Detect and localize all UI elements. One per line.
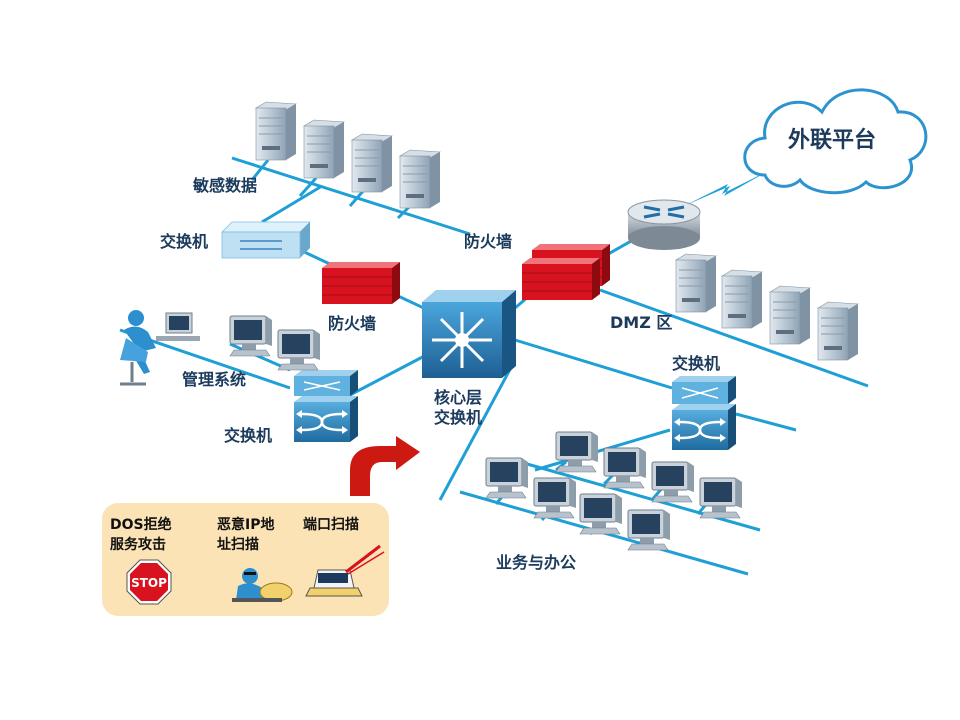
cloud-label: 外联平台 xyxy=(788,128,877,153)
switch-left-icon xyxy=(292,370,360,444)
cloud-icon xyxy=(743,88,928,195)
port-scan-label: 端口扫描 xyxy=(303,517,359,533)
dos-label-line1: DOS拒绝 xyxy=(110,517,172,533)
wireless-link-icon xyxy=(684,170,770,206)
router-icon xyxy=(627,199,701,250)
dos-label-line2: 服务攻击 xyxy=(110,537,166,553)
mgmt-system-label: 管理系统 xyxy=(182,370,247,389)
sensitive-data-label: 敏感数据 xyxy=(193,176,258,195)
attack-arrow-icon xyxy=(350,436,420,496)
dmz-label: DMZ 区 xyxy=(610,313,673,332)
management-operator-icon xyxy=(120,310,200,386)
switch-left-label: 交换机 xyxy=(224,426,273,445)
core-label-line1: 核心层 xyxy=(434,388,483,407)
switch-right-icon xyxy=(670,376,738,452)
server-group-sensitive xyxy=(255,101,441,209)
core-label-line2: 交换机 xyxy=(434,408,483,427)
firewall-right-icon xyxy=(521,243,611,301)
core-switch-icon xyxy=(422,290,516,378)
ip-scan-label-line2: 址扫描 xyxy=(217,537,259,553)
ip-scan-label-line1: 恶意IP地 xyxy=(217,517,275,533)
firewall-right-label: 防火墙 xyxy=(464,232,513,251)
firewall-left-label: 防火墙 xyxy=(328,314,377,333)
switch-top-label: 交换机 xyxy=(160,232,209,251)
firewall-left-icon xyxy=(321,261,401,305)
switch-top-icon xyxy=(221,221,311,259)
switch-right-label: 交换机 xyxy=(672,354,721,373)
business-label: 业务与办公 xyxy=(496,553,577,572)
server-group-dmz xyxy=(675,253,859,361)
